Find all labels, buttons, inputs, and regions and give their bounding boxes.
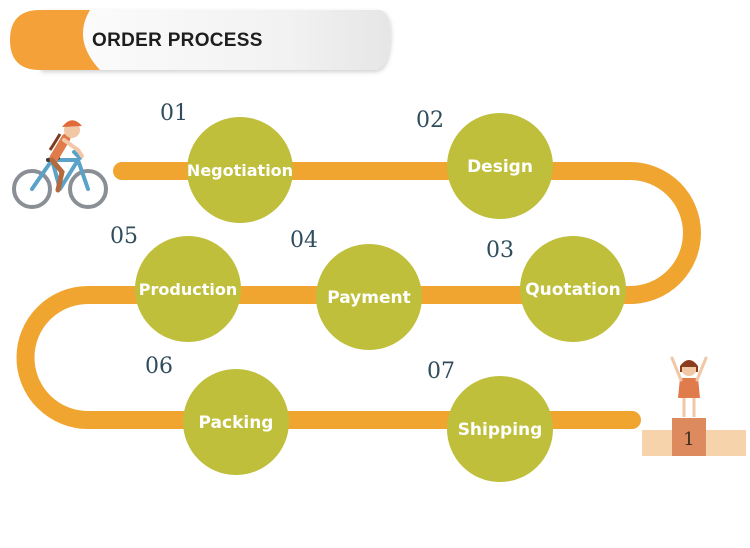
step-label-payment: Payment — [327, 288, 411, 308]
step-number-06: 06 — [145, 354, 173, 379]
step-label-production: Production — [139, 280, 237, 299]
winner-podium-icon: 1 — [642, 356, 746, 456]
step-number-07: 07 — [427, 359, 455, 384]
podium-rank-label: 1 — [683, 429, 694, 450]
step-label-packing: Packing — [199, 413, 274, 433]
step-label-quotation: Quotation — [525, 280, 621, 300]
step-node-production: Production — [135, 236, 241, 342]
step-node-design: Design — [447, 113, 553, 219]
step-label-design: Design — [467, 157, 533, 177]
step-number-01: 01 — [160, 101, 188, 126]
step-node-payment: Payment — [316, 244, 422, 350]
step-label-negotiation: Negotiation — [187, 161, 293, 180]
step-number-02: 02 — [416, 108, 444, 133]
title-banner — [10, 10, 391, 70]
step-number-05: 05 — [110, 224, 138, 249]
step-node-negotiation: Negotiation — [187, 117, 293, 223]
step-number-04: 04 — [290, 228, 318, 253]
cyclist-icon — [12, 120, 108, 209]
step-node-quotation: Quotation — [520, 236, 626, 342]
step-node-packing: Packing — [183, 369, 289, 475]
step-label-shipping: Shipping — [458, 420, 543, 440]
title-tab-accent — [10, 10, 100, 70]
page-title: ORDER PROCESS — [92, 30, 263, 51]
step-node-shipping: Shipping — [447, 376, 553, 482]
step-number-03: 03 — [486, 238, 514, 263]
